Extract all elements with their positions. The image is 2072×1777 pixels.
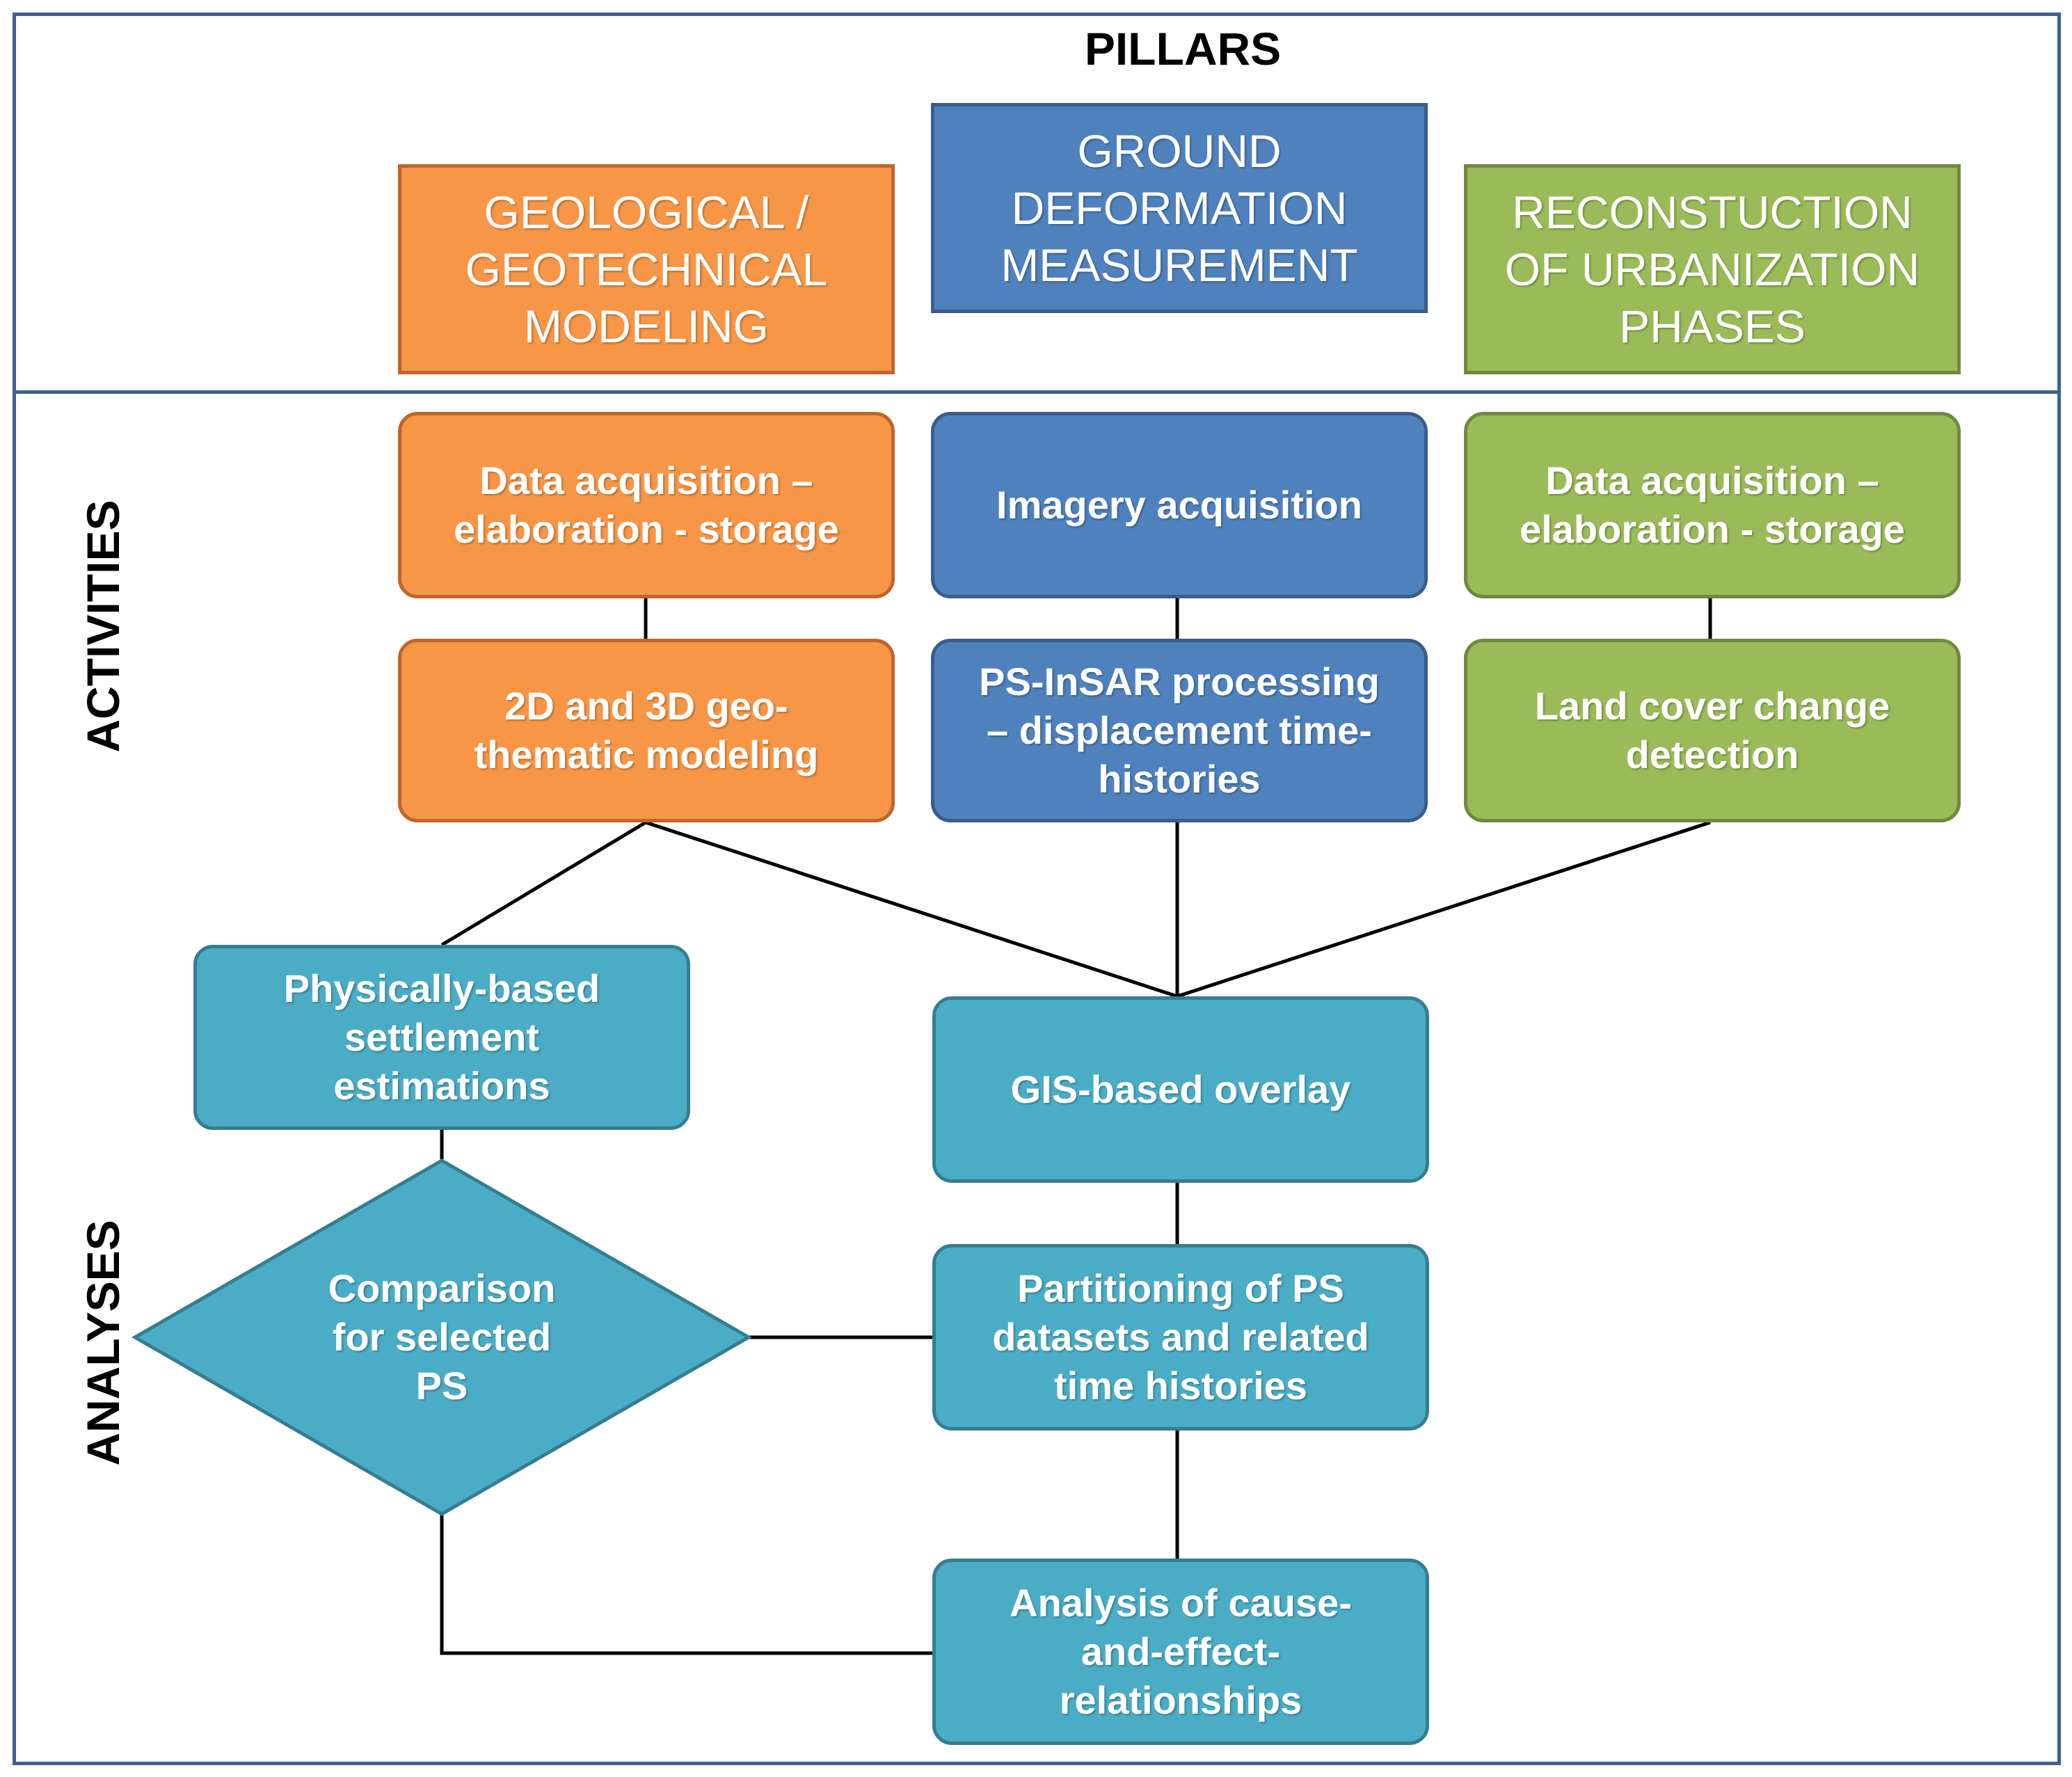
pillar-geological-modeling: GEOLOGICAL / GEOTECHNICAL MODELING — [398, 164, 895, 374]
activities-side-label: ACTIVITIES — [77, 500, 129, 753]
analysis-cause-effect: Analysis of cause- and-effect- relations… — [932, 1559, 1429, 1745]
analysis-physical-settlement: Physically-based settlement estimations — [193, 945, 690, 1130]
connector-comparison-to-cause — [440, 1514, 932, 1655]
activity-geo-data-acquisition: Data acquisition – elaboration - storage — [398, 412, 895, 598]
activity-geo-thematic-modeling: 2D and 3D geo- thematic modeling — [398, 639, 895, 822]
activity-imagery-acquisition: Imagery acquisition — [931, 412, 1428, 598]
connector-model-to-physical — [440, 820, 647, 947]
pillar-urbanization-phases: RECONSTUCTION OF URBANIZATION PHASES — [1464, 164, 1961, 374]
connector-landcover-to-merge — [1177, 820, 1711, 998]
pillars-title: PILLARS — [1084, 23, 1282, 74]
analysis-gis-overlay: GIS-based overlay — [932, 996, 1429, 1183]
activity-psinsar-processing: PS-InSAR processing – displacement time-… — [931, 639, 1428, 822]
connector-model-to-merge — [645, 820, 1178, 998]
analysis-ps-partitioning: Partitioning of PS datasets and related … — [932, 1244, 1429, 1431]
activity-land-cover-detection: Land cover change detection — [1464, 639, 1961, 822]
activity-urban-data-acquisition: Data acquisition – elaboration - storage — [1464, 412, 1961, 598]
analyses-side-label: ANALYSES — [77, 1220, 129, 1466]
activities-analyses-section-frame — [13, 390, 2061, 1765]
pillar-ground-deformation: GROUND DEFORMATION MEASUREMENT — [931, 103, 1428, 313]
analysis-comparison-label: Comparison for selected PS — [328, 1266, 556, 1408]
comparison-diamond-shape — [131, 1158, 753, 1516]
